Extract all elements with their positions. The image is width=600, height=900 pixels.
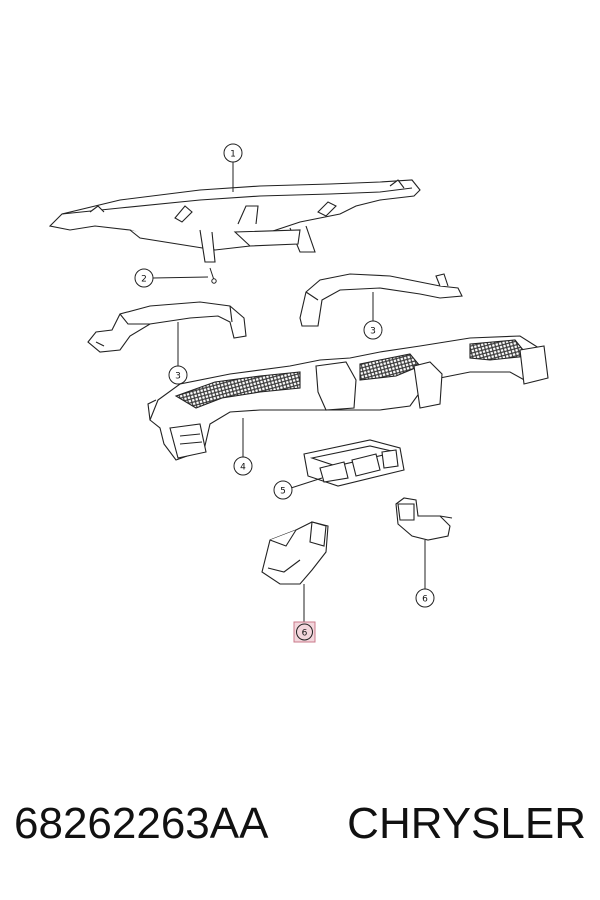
svg-text:5: 5 — [280, 487, 286, 497]
parts-diagram: 1 2 3 3 4 5 6 6 — [48, 143, 549, 643]
svg-text:2: 2 — [141, 275, 147, 285]
svg-text:4: 4 — [240, 463, 246, 473]
callout-6-highlighted[interactable]: 6 — [293, 621, 316, 643]
leader-lines — [152, 161, 426, 622]
part-number: 68262263AA — [14, 799, 269, 848]
brand-name: CHRYSLER — [347, 799, 586, 848]
svg-text:3: 3 — [370, 327, 376, 337]
callout-3-right[interactable]: 3 — [363, 320, 383, 340]
callout-1[interactable]: 1 — [223, 143, 243, 163]
svg-text:6: 6 — [422, 595, 428, 605]
part-3-right-duct — [299, 273, 463, 327]
callout-3-left[interactable]: 3 — [168, 365, 188, 385]
svg-text:3: 3 — [175, 372, 181, 382]
callout-4[interactable]: 4 — [233, 456, 253, 476]
part-6-right-outlet — [395, 497, 453, 541]
svg-text:1: 1 — [230, 150, 236, 160]
part-1-defroster-duct — [48, 179, 421, 263]
callout-5[interactable]: 5 — [273, 480, 293, 500]
part-2-screw — [209, 267, 217, 284]
part-6-left-outlet — [261, 521, 329, 585]
part-5-vent-bezel — [303, 439, 405, 487]
part-3-left-duct — [87, 301, 247, 353]
part-4-main-duct — [147, 335, 549, 461]
callout-6[interactable]: 6 — [415, 588, 435, 608]
svg-text:6: 6 — [302, 629, 308, 639]
part-footer: 68262263AA CHRYSLER — [0, 795, 600, 875]
callout-2[interactable]: 2 — [134, 268, 154, 288]
